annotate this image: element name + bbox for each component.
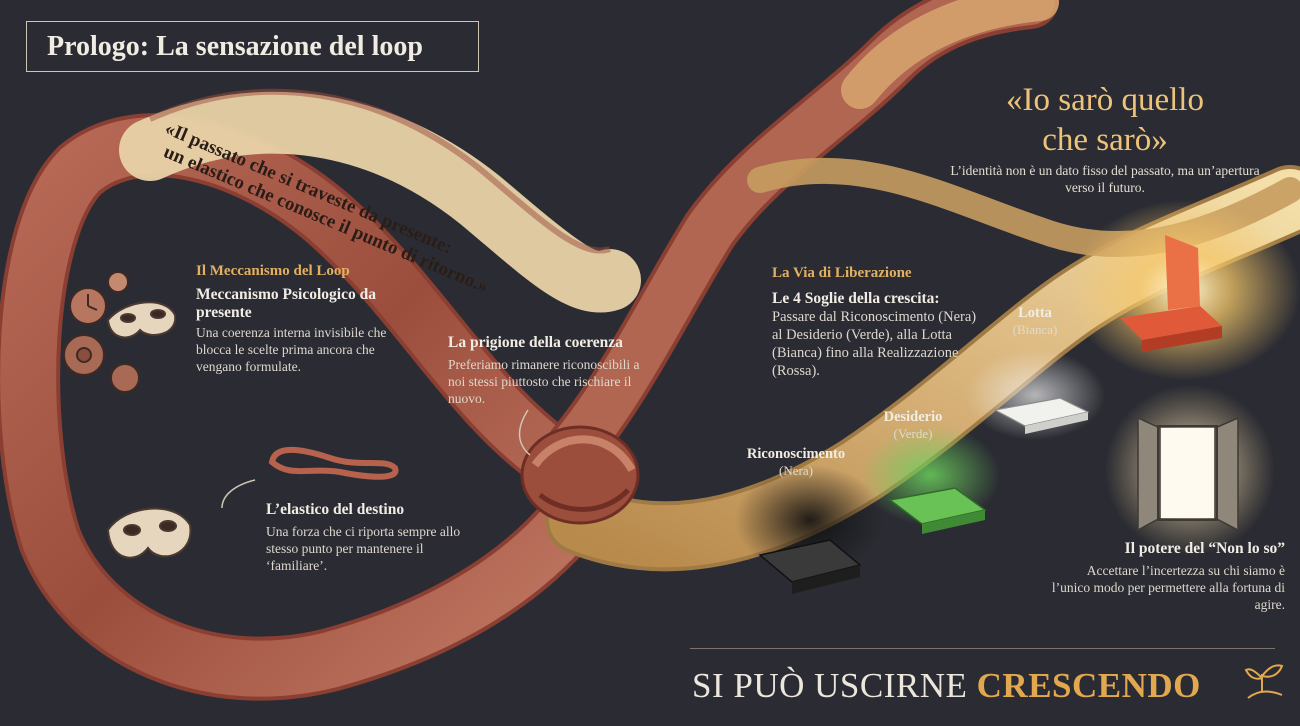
green-threshold-block [888,487,987,534]
loop-mechanism-heading: Il Meccanismo del Loop [196,263,350,279]
identity-quote-line-2: che sarò» [1042,122,1168,158]
loop-mechanism-subheading: Meccanismo Psicologico da presente [196,286,376,321]
elastic-body: Una forza che ci riporta sempre allo ste… [266,524,461,573]
step-lotta: Lotta (Bianca) [990,305,1080,338]
mask-icon [106,301,192,559]
red-threshold-block [1120,235,1222,352]
not-knowing-block: Il potere del “Non lo so” Accettare l’in… [1050,540,1285,613]
liberation-heading: La Via di Liberazione [772,265,912,281]
identity-quote: «Io sarò quello che sarò» [955,80,1255,160]
footer-text: SI PUÒ USCIRNE [692,666,968,705]
step-label: Desiderio [883,409,943,425]
step-label: Lotta [1018,305,1052,321]
knot [520,425,640,525]
not-knowing-body: Accettare l’incertezza su chi siamo è l’… [1051,563,1285,612]
footer-divider [690,648,1275,649]
loop-mechanism-block: Il Meccanismo del Loop Meccanismo Psicol… [196,263,406,375]
step-color: (Bianca) [1012,322,1058,337]
identity-body: L’identità non è un dato fisso del passa… [950,163,1260,195]
footer-slogan: SI PUÒ USCIRNE CRESCENDO [692,666,1201,706]
open-door-icon [1137,416,1239,532]
sprout-hand-icon [1244,664,1284,699]
liberation-body: Passare dal Riconoscimento (Nera) al Des… [772,309,977,379]
clock-gears-icon [63,271,140,393]
white-threshold-block [993,397,1090,434]
not-knowing-heading: Il potere del “Non lo so” [1124,540,1285,557]
liberation-subheading: Le 4 Soglie della crescita: [772,290,940,307]
prison-heading: La prigione della coerenza [448,334,623,351]
footer-accent: CRESCENDO [976,666,1201,705]
prison-block: La prigione della coerenza Preferiamo ri… [448,334,668,407]
black-threshold-block [758,539,862,594]
prison-body: Preferiamo rimanere riconoscibili a noi … [448,357,640,406]
rubber-band-icon [268,446,399,480]
step-color: (Verde) [893,426,933,441]
loop-mechanism-body: Una coerenza interna invisibile che bloc… [196,325,387,374]
step-desiderio: Desiderio (Verde) [858,409,968,442]
step-color: (Nera) [779,463,813,478]
page-title: Prologo: La sensazione del loop [26,21,479,72]
elastic-heading: L’elastico del destino [266,501,405,518]
step-label: Riconoscimento [746,446,846,462]
liberation-block: La Via di Liberazione Le 4 Soglie della … [772,265,977,380]
elastic-block: L’elastico del destino Una forza che ci … [266,501,476,574]
step-riconoscimento: Riconoscimento (Nera) [726,446,866,479]
identity-quote-line-1: «Io sarò quello [1006,82,1204,118]
